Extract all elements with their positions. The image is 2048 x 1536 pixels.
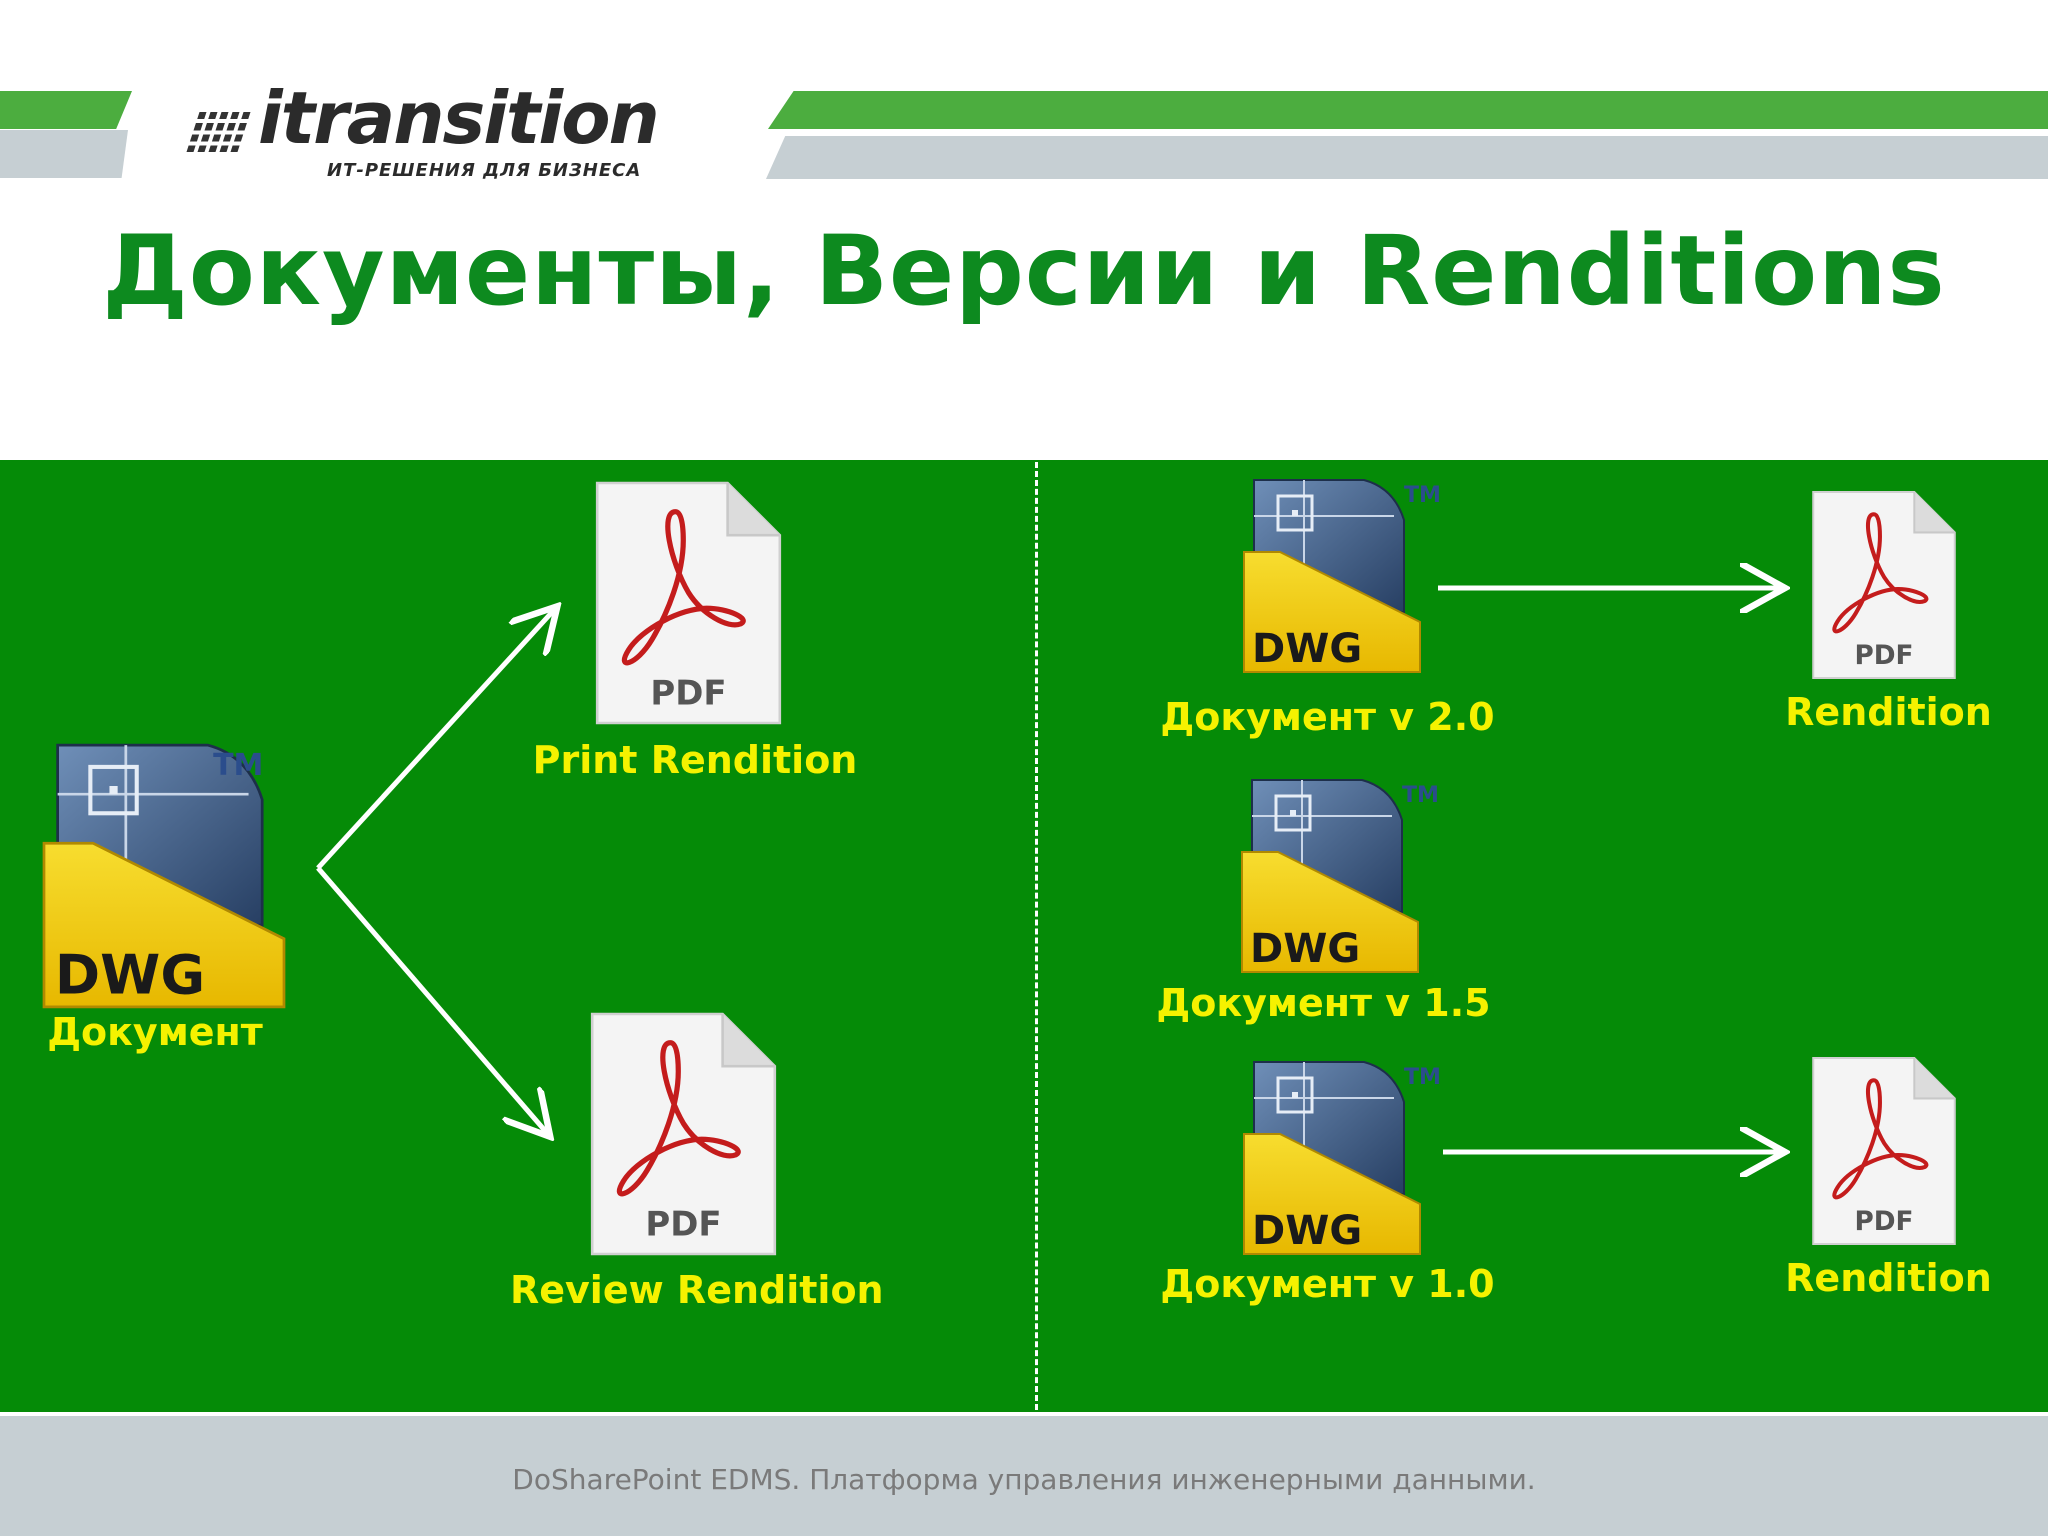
header-band-grey-left — [0, 130, 128, 178]
header-band-grey-right — [766, 136, 2048, 179]
arrow-to-review-rendition — [316, 866, 547, 1133]
arrow-to-print-rendition — [316, 610, 554, 870]
svg-text:DWG: DWG — [1252, 626, 1362, 672]
print-rendition-label: Print Rendition — [532, 738, 858, 782]
rendition-label-v20: Rendition — [1785, 690, 1992, 734]
svg-text:TM: TM — [1402, 783, 1439, 808]
slide-title: Документы, Версии и Renditions — [102, 215, 1946, 327]
header-band-green-left — [0, 91, 132, 129]
svg-text:PDF: PDF — [645, 1205, 721, 1244]
document-label: Документ — [47, 1010, 263, 1054]
diagram-panel — [0, 460, 2048, 1413]
pdf-file-icon: PDF — [590, 1012, 777, 1256]
svg-text:TM: TM — [1404, 1065, 1441, 1090]
svg-text:DWG: DWG — [1252, 1208, 1362, 1254]
rendition-label-v10: Rendition — [1785, 1256, 1992, 1300]
svg-text:PDF: PDF — [650, 674, 726, 713]
svg-text:TM: TM — [213, 748, 263, 783]
svg-text:PDF: PDF — [1855, 641, 1914, 671]
svg-text:TM: TM — [1404, 483, 1441, 508]
pdf-file-icon: PDF — [595, 481, 782, 725]
review-rendition-label: Review Rendition — [510, 1268, 884, 1312]
pdf-file-icon: PDF — [1812, 490, 1956, 680]
svg-text:DWG: DWG — [55, 942, 205, 1006]
logo-text: itransition — [258, 76, 660, 160]
pdf-file-icon: PDF — [1812, 1056, 1956, 1246]
document-v10-label: Документ v 1.0 — [1160, 1262, 1495, 1306]
dwg-file-icon: DWG TM — [1243, 1061, 1441, 1255]
logo-subtitle: ИТ-РЕШЕНИЯ ДЛЯ БИЗНЕСА — [327, 160, 642, 181]
dwg-file-icon: DWG TM — [42, 743, 286, 1009]
footer-text: DoSharePoint EDMS. Платформа управления … — [512, 1463, 1536, 1496]
header-band-green-right — [768, 91, 2048, 129]
dwg-file-icon: DWG TM — [1243, 479, 1441, 673]
svg-text:PDF: PDF — [1855, 1207, 1914, 1237]
document-v2-label: Документ v 2.0 — [1160, 695, 1495, 739]
document-v15-label: Документ v 1.5 — [1156, 981, 1491, 1025]
footer-separator — [0, 1412, 2048, 1416]
footer-bar — [0, 1416, 2048, 1536]
dwg-file-icon: DWG TM — [1241, 779, 1439, 973]
svg-text:DWG: DWG — [1250, 926, 1360, 972]
panel-divider — [1035, 462, 1038, 1410]
